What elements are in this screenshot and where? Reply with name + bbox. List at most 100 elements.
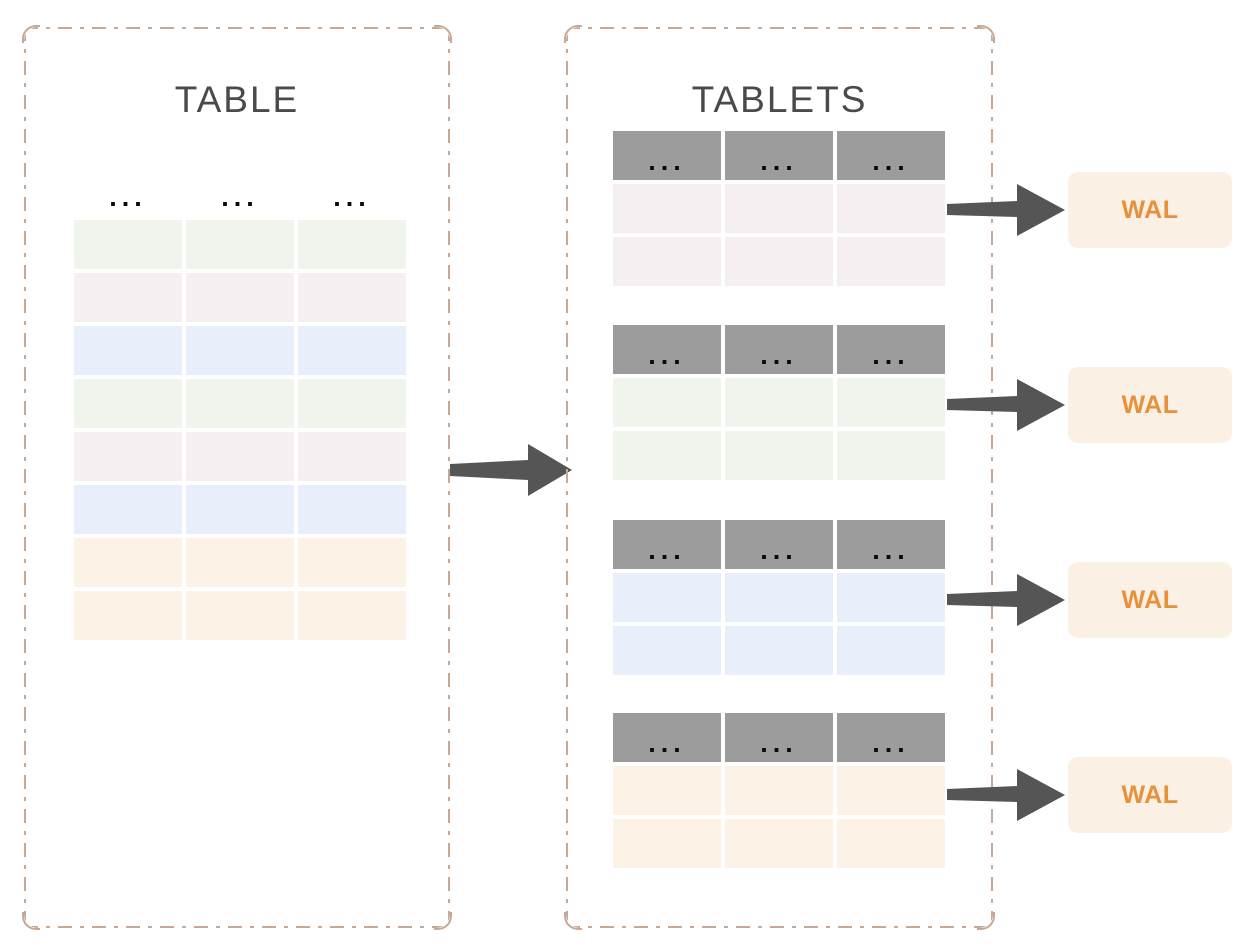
tablet-cell [611, 235, 723, 288]
wal-label: WAL [1121, 390, 1179, 419]
tablet-cell [835, 764, 947, 817]
source-table-cell [72, 430, 184, 483]
tablet-row [611, 429, 947, 482]
source-table-cell [296, 589, 408, 642]
source-table-cell [72, 324, 184, 377]
tablet-cell [611, 817, 723, 870]
source-table-cell [296, 377, 408, 430]
wal-box-1[interactable]: WAL [1068, 172, 1232, 248]
source-table-row [72, 377, 408, 430]
tablet-cell [611, 764, 723, 817]
tablet-3: ......... [611, 518, 947, 677]
tablet-header-cell: ... [611, 323, 723, 376]
source-table-cell [296, 430, 408, 483]
source-table-header-row: ... ... ... [72, 184, 408, 218]
tablet-header-cell: ... [723, 518, 835, 571]
source-table-cell [184, 271, 296, 324]
source-table-cell [184, 377, 296, 430]
ellipsis-dots: ... [648, 728, 686, 758]
tablet-header-cell: ... [723, 711, 835, 764]
tablets-panel-title: TABLETS [691, 79, 868, 120]
source-table-cell [184, 430, 296, 483]
tablet-cell [835, 817, 947, 870]
tablet-4: ......... [611, 711, 947, 870]
source-table-row [72, 483, 408, 536]
source-table-header-cell: ... [72, 184, 184, 218]
tablet-header-cell: ... [611, 711, 723, 764]
tablet-cell [835, 235, 947, 288]
wal-label: WAL [1121, 780, 1179, 809]
tablet-row [611, 376, 947, 429]
ellipsis-dots: ... [648, 340, 686, 370]
source-table-row [72, 271, 408, 324]
ellipsis-dots: ... [760, 535, 798, 565]
source-table-cell [72, 589, 184, 642]
tablet-cell [835, 571, 947, 624]
source-table-header-cell: ... [296, 184, 408, 218]
ellipsis-dots: ... [872, 146, 910, 176]
ellipsis-dots: ... [760, 340, 798, 370]
ellipsis-dots: ... [872, 535, 910, 565]
source-table-cell [72, 218, 184, 271]
tablet-row [611, 182, 947, 235]
ellipsis-dots: ... [221, 182, 259, 212]
tablet-header-cell: ... [611, 129, 723, 182]
ellipsis-dots: ... [872, 728, 910, 758]
source-table-cell [184, 483, 296, 536]
tablet-cell [723, 571, 835, 624]
tablet-cell [835, 376, 947, 429]
wal-box-4[interactable]: WAL [1068, 757, 1232, 833]
panel-corner-top-left [564, 25, 582, 43]
source-table-cell [72, 483, 184, 536]
source-table-cell [72, 536, 184, 589]
tablet-row [611, 235, 947, 288]
source-table-cell [296, 536, 408, 589]
wal-box-2[interactable]: WAL [1068, 367, 1232, 443]
tablet-cell [835, 182, 947, 235]
source-table-cell [184, 218, 296, 271]
panel-corner-bottom-right [977, 912, 995, 930]
tablet-header-row: ......... [611, 711, 947, 764]
tablet-2: ......... [611, 323, 947, 482]
source-table-cell [296, 483, 408, 536]
tablet-row [611, 764, 947, 817]
arrow-tablet-3-to-wal [947, 574, 1065, 626]
ellipsis-dots: ... [648, 146, 686, 176]
tablet-cell [723, 235, 835, 288]
tablet-row [611, 571, 947, 624]
panel-corner-top-right [977, 25, 995, 43]
tablet-cell [723, 817, 835, 870]
panel-corner-bottom-right [434, 912, 452, 930]
table-panel-title: TABLE [174, 79, 300, 120]
tablet-row [611, 817, 947, 870]
source-table-cell [72, 377, 184, 430]
source-table-row [72, 536, 408, 589]
ellipsis-dots: ... [333, 182, 371, 212]
panel-corner-bottom-left [564, 912, 582, 930]
source-table-cell [296, 218, 408, 271]
tablet-header-cell: ... [835, 323, 947, 376]
tablet-cell [723, 764, 835, 817]
arrow-tablet-1-to-wal [947, 184, 1065, 236]
source-table-cell [296, 271, 408, 324]
source-table-row [72, 324, 408, 377]
source-table-cell [184, 324, 296, 377]
tablet-cell [611, 182, 723, 235]
wal-label: WAL [1121, 585, 1179, 614]
tablet-header-row: ......... [611, 518, 947, 571]
tablet-cell [611, 624, 723, 677]
source-table-cell [72, 271, 184, 324]
ellipsis-dots: ... [872, 340, 910, 370]
tablet-header-cell: ... [835, 129, 947, 182]
tablet-header-row: ......... [611, 323, 947, 376]
ellipsis-dots: ... [760, 146, 798, 176]
wal-label: WAL [1121, 195, 1179, 224]
source-table-cell [184, 536, 296, 589]
tablet-cell [835, 624, 947, 677]
tablet-cell [611, 429, 723, 482]
arrow-tablet-2-to-wal [947, 379, 1065, 431]
wal-box-3[interactable]: WAL [1068, 562, 1232, 638]
tablet-header-cell: ... [835, 711, 947, 764]
tablet-cell [611, 376, 723, 429]
